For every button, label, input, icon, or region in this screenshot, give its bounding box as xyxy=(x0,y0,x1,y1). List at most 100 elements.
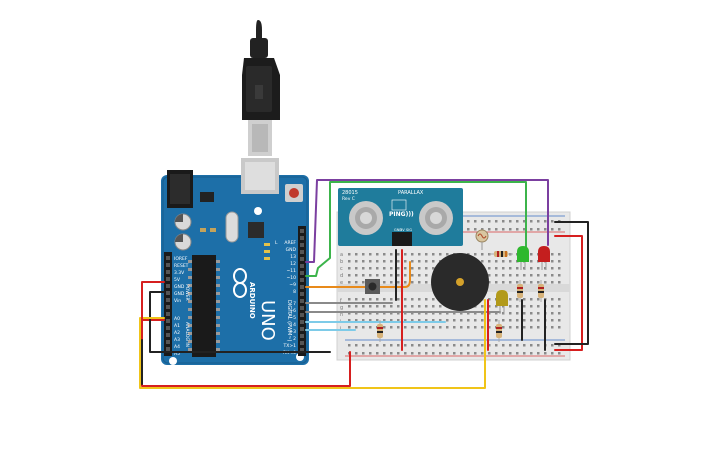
breadboard-hole xyxy=(369,352,372,355)
breadboard-hole xyxy=(516,281,519,284)
breadboard-hole xyxy=(558,305,561,308)
breadboard-hole xyxy=(355,281,358,284)
breadboard-hole xyxy=(453,344,456,347)
pin-label-a3: A3 xyxy=(174,337,180,343)
breadboard-hole xyxy=(432,352,435,355)
breadboard-hole xyxy=(551,267,554,270)
breadboard-hole xyxy=(432,326,435,329)
pin-label-a0: A0 xyxy=(174,316,180,322)
breadboard-hole xyxy=(404,281,407,284)
breadboard-hole xyxy=(432,267,435,270)
breadboard-hole xyxy=(425,344,428,347)
breadboard-hole xyxy=(362,312,365,315)
breadboard-hole xyxy=(551,253,554,256)
sensor-name: PING))) xyxy=(389,211,414,218)
breadboard-hole xyxy=(509,326,512,329)
breadboard-hole xyxy=(481,228,484,231)
breadboard-hole xyxy=(558,352,561,355)
breadboard-hole xyxy=(544,228,547,231)
breadboard-hole xyxy=(530,352,533,355)
breadboard-hole xyxy=(355,260,358,263)
breadboard-hole xyxy=(446,344,449,347)
breadboard-hole xyxy=(551,319,554,322)
breadboard-hole xyxy=(369,312,372,315)
breadboard-hole xyxy=(488,352,491,355)
breadboard-hole xyxy=(495,267,498,270)
breadboard-hole xyxy=(558,260,561,263)
breadboard-hole xyxy=(544,267,547,270)
breadboard-hole xyxy=(411,319,414,322)
row-label-a: a xyxy=(340,252,343,258)
breadboard-hole xyxy=(348,260,351,263)
breadboard-hole xyxy=(390,267,393,270)
breadboard-hole xyxy=(502,281,505,284)
wire-red-right xyxy=(554,235,583,351)
power-pin-labels: IOREF RESET 3.3V 5V GND GND Vin A0 A1 A2… xyxy=(174,256,190,357)
breadboard-hole xyxy=(348,305,351,308)
breadboard-hole xyxy=(425,305,428,308)
breadboard-hole xyxy=(502,228,505,231)
pin-label-a2: A2 xyxy=(174,330,180,336)
breadboard-hole xyxy=(523,312,526,315)
breadboard-hole xyxy=(355,312,358,315)
breadboard-hole xyxy=(488,312,491,315)
breadboard-hole xyxy=(383,326,386,329)
breadboard-hole xyxy=(516,319,519,322)
breadboard-hole xyxy=(432,344,435,347)
breadboard-hole xyxy=(418,352,421,355)
breadboard-hole xyxy=(467,352,470,355)
breadboard-hole xyxy=(432,298,435,301)
breadboard-hole xyxy=(362,305,365,308)
breadboard-hole xyxy=(523,281,526,284)
breadboard-hole xyxy=(369,253,372,256)
breadboard-hole xyxy=(516,312,519,315)
sensor-revision: Rev C xyxy=(342,196,355,202)
breadboard-hole xyxy=(530,312,533,315)
breadboard-hole xyxy=(523,220,526,223)
breadboard-hole xyxy=(495,344,498,347)
breadboard-hole xyxy=(516,305,519,308)
breadboard-hole xyxy=(390,326,393,329)
breadboard-hole xyxy=(355,326,358,329)
breadboard-hole xyxy=(369,260,372,263)
breadboard-hole xyxy=(439,305,442,308)
breadboard-hole xyxy=(369,298,372,301)
breadboard-hole xyxy=(404,260,407,263)
wire-red-5v xyxy=(141,281,165,321)
breadboard-hole xyxy=(362,253,365,256)
breadboard-hole xyxy=(537,344,540,347)
breadboard-hole xyxy=(530,326,533,329)
wire-black-gnd xyxy=(149,291,331,353)
breadboard-hole xyxy=(495,228,498,231)
breadboard-hole xyxy=(348,344,351,347)
breadboard-hole xyxy=(383,298,386,301)
breadboard-hole xyxy=(460,352,463,355)
breadboard-hole xyxy=(411,253,414,256)
breadboard-hole xyxy=(376,267,379,270)
breadboard-hole xyxy=(411,298,414,301)
breadboard-hole xyxy=(390,312,393,315)
breadboard-hole xyxy=(509,312,512,315)
breadboard-hole xyxy=(383,267,386,270)
breadboard-hole xyxy=(418,326,421,329)
breadboard-hole xyxy=(453,312,456,315)
breadboard-hole xyxy=(537,274,540,277)
power-analog-header xyxy=(164,252,172,356)
breadboard-hole xyxy=(446,352,449,355)
breadboard-hole xyxy=(411,352,414,355)
breadboard-hole xyxy=(362,260,365,263)
row-label-e: e xyxy=(340,280,343,286)
breadboard-hole xyxy=(488,326,491,329)
breadboard-hole xyxy=(362,298,365,301)
breadboard-hole xyxy=(551,344,554,347)
sensor-part-number: 28015 xyxy=(342,190,358,196)
breadboard-hole xyxy=(376,319,379,322)
photoresistor xyxy=(475,229,489,250)
arduino-logo: ARDUINO UNO DIGITAL (PWM~) L xyxy=(233,240,292,342)
breadboard-hole xyxy=(488,344,491,347)
breadboard-hole xyxy=(397,253,400,256)
breadboard-hole xyxy=(523,344,526,347)
breadboard-hole xyxy=(369,274,372,277)
breadboard-hole xyxy=(558,267,561,270)
breadboard-hole xyxy=(481,326,484,329)
